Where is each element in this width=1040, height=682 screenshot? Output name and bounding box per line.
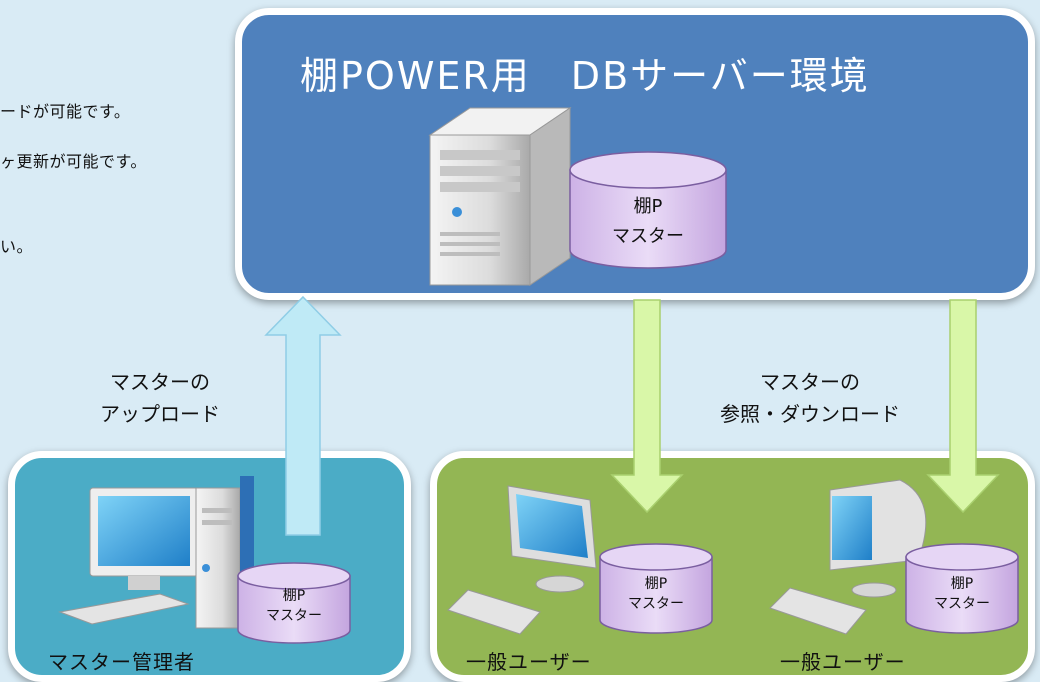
server-db-label-line1: 棚P (633, 196, 663, 217)
user-db-label-2-line2: マスター (934, 596, 990, 612)
admin-db-label-line2: マスター (266, 608, 322, 624)
intro-line-3: い。 (0, 237, 34, 256)
user-db-label-1-line1: 棚P (644, 576, 668, 592)
user-db-label-1-line2: マスター (628, 596, 684, 612)
user-db-label-1: 棚P マスター (616, 574, 696, 614)
download-label-line1: マスターの (760, 370, 860, 394)
admin-db-label: 棚P マスター (254, 586, 334, 626)
intro-line-2: ヶ更新が可能です。 (0, 152, 147, 171)
download-arrow-1 (610, 299, 684, 514)
server-db-label: 棚P マスター (598, 192, 698, 252)
user-computer-icon-1 (447, 485, 597, 635)
download-label-line2: 参照・ダウンロード (720, 402, 900, 426)
server-database-icon (569, 151, 727, 269)
server-db-label-line2: マスター (612, 226, 684, 247)
download-arrow-2 (926, 299, 1000, 514)
download-label: マスターの 参照・ダウンロード (700, 366, 920, 430)
admin-database-icon (237, 562, 351, 644)
server-environment-title: 棚POWER用 DBサーバー環境 (300, 54, 870, 98)
user-database-icon-1 (599, 543, 713, 634)
user-database-icon-2 (905, 543, 1019, 634)
upload-label-line1: マスターの (110, 370, 210, 394)
admin-computer-icon (58, 476, 254, 629)
admin-db-label-line1: 棚P (282, 588, 306, 604)
upload-label-line2: アップロード (100, 402, 220, 426)
upload-label: マスターの アップロード (70, 366, 250, 430)
user-computer-icon-2 (769, 479, 927, 635)
user-db-label-2: 棚P マスター (922, 574, 1002, 614)
user-label-1: 一般ユーザー (466, 650, 592, 674)
upload-arrow (264, 295, 342, 536)
user-label-2: 一般ユーザー (780, 650, 906, 674)
intro-line-1: ードが可能です。 (0, 102, 131, 121)
admin-label: マスター管理者 (48, 650, 195, 674)
server-icon (428, 107, 572, 286)
user-db-label-2-line1: 棚P (950, 576, 974, 592)
